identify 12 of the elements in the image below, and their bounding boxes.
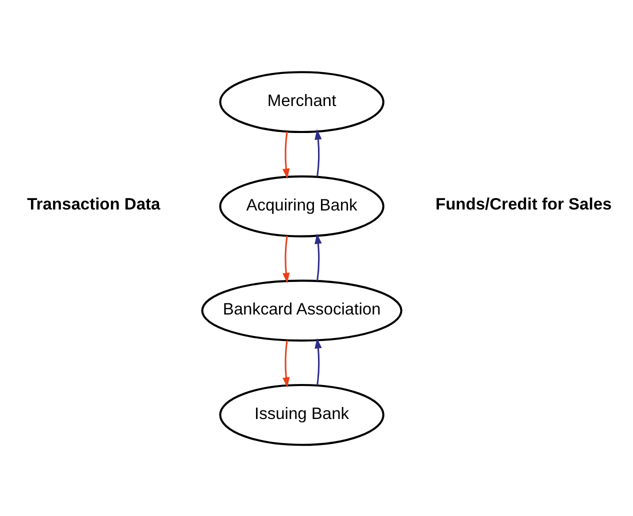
node-ellipse: Merchant	[219, 70, 384, 133]
label: Transaction Data	[27, 194, 160, 213]
node-ellipse: Bankcard Association	[201, 279, 402, 342]
arrow	[282, 130, 290, 178]
label: Funds/Credit for Sales	[436, 194, 612, 213]
node-ellipse: Issuing Bank	[219, 383, 384, 446]
arrow	[282, 235, 290, 283]
arrow	[314, 338, 322, 385]
arrow	[314, 233, 322, 281]
node-ellipse: Acquiring Bank	[219, 174, 384, 237]
arrow	[314, 128, 322, 176]
arrow	[282, 340, 290, 388]
